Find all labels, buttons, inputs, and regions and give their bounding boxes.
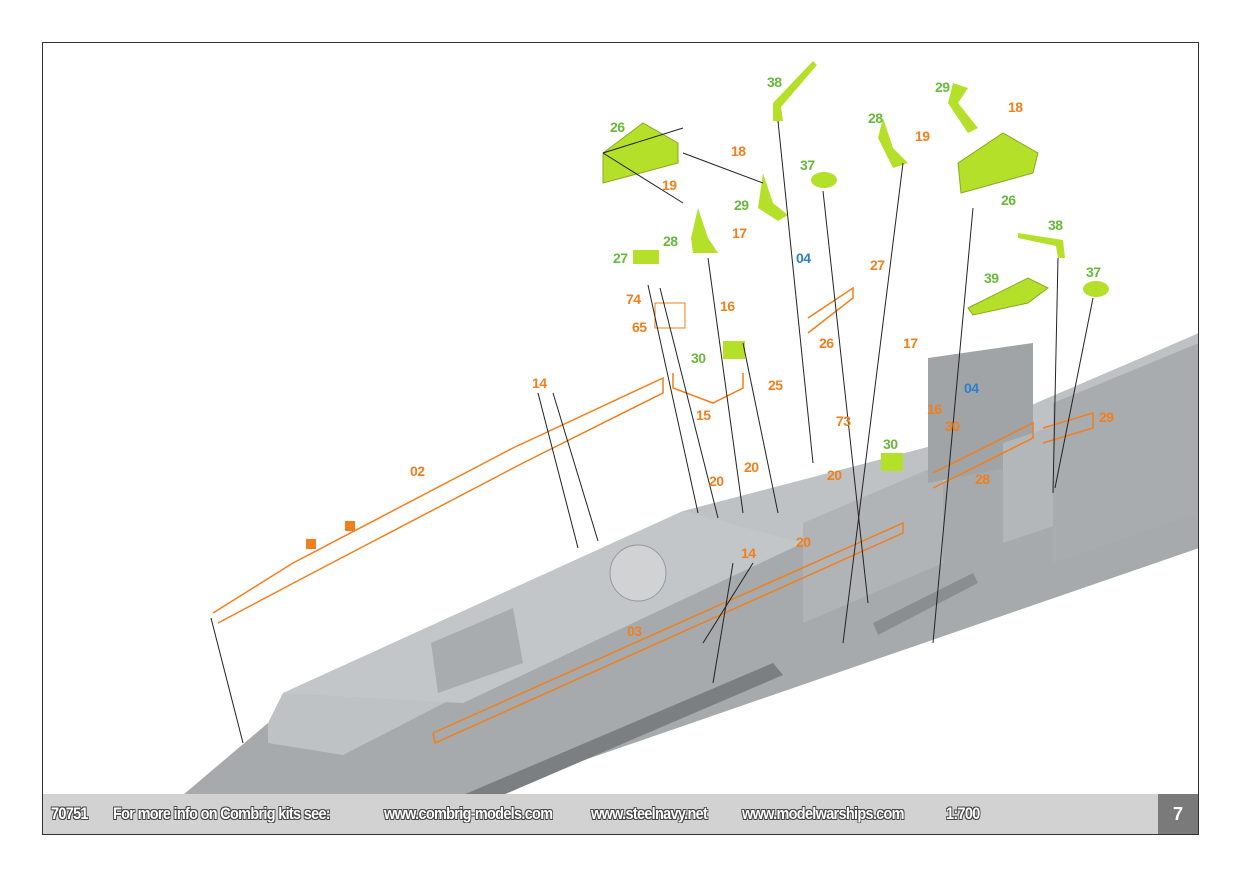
railing-03 bbox=[432, 521, 904, 745]
label-part-29: 29 bbox=[935, 79, 950, 95]
label-part-20: 20 bbox=[827, 467, 842, 483]
label-part-17: 17 bbox=[903, 335, 918, 351]
label-part-14: 14 bbox=[532, 375, 547, 391]
assembly-arrows bbox=[210, 120, 1094, 744]
part-39-boat bbox=[967, 277, 1049, 316]
bow-gun-housing bbox=[431, 608, 523, 693]
label-part-28: 28 bbox=[975, 471, 990, 487]
label-part-27: 27 bbox=[613, 250, 628, 266]
forecastle-deck bbox=[283, 511, 803, 703]
label-part-73: 73 bbox=[836, 413, 851, 429]
hull-recess-aft bbox=[873, 573, 978, 635]
footer-info: For more info on Combrig kits see: bbox=[113, 804, 331, 823]
part-65 bbox=[654, 302, 686, 329]
label-part-17: 17 bbox=[732, 225, 747, 241]
label-part-30: 30 bbox=[945, 418, 960, 434]
label-part-30: 30 bbox=[883, 436, 898, 452]
label-part-16: 16 bbox=[927, 401, 942, 417]
part-37-raft bbox=[1083, 281, 1109, 297]
part-30 bbox=[881, 453, 903, 471]
railing-02-plate bbox=[345, 521, 355, 531]
railing-02 bbox=[212, 376, 664, 624]
label-part-18: 18 bbox=[1008, 99, 1023, 115]
railing-26 bbox=[807, 286, 854, 334]
part-27 bbox=[633, 250, 659, 264]
label-part-28: 28 bbox=[868, 110, 883, 126]
part-30 bbox=[723, 341, 745, 359]
part-38-davit bbox=[773, 61, 817, 121]
label-part-19: 19 bbox=[915, 128, 930, 144]
label-part-14: 14 bbox=[741, 545, 756, 561]
part-26-boat bbox=[957, 132, 1039, 194]
page-number: 7 bbox=[1158, 794, 1198, 834]
railing-02-plate bbox=[306, 539, 316, 549]
link-combrig[interactable]: www.combrig-models.com bbox=[384, 804, 553, 823]
footer-bar: 70751 For more info on Combrig kits see:… bbox=[43, 794, 1198, 834]
label-part-04: 04 bbox=[796, 250, 811, 266]
label-part-16: 16 bbox=[720, 298, 735, 314]
label-part-20: 20 bbox=[744, 459, 759, 475]
label-part-74: 74 bbox=[626, 291, 641, 307]
label-part-26: 26 bbox=[610, 119, 625, 135]
gun-mount bbox=[609, 544, 667, 602]
label-part-26: 26 bbox=[1001, 192, 1016, 208]
label-part-38: 38 bbox=[767, 74, 782, 90]
part-38-davit bbox=[1018, 233, 1065, 258]
hull-recess bbox=[463, 663, 783, 795]
part-26-boat bbox=[602, 122, 679, 184]
railing-28 bbox=[932, 421, 1034, 489]
label-part-25: 25 bbox=[768, 377, 783, 393]
ship-assembly-diagram bbox=[183, 61, 1198, 795]
label-part-02: 02 bbox=[410, 463, 425, 479]
label-part-04: 04 bbox=[964, 380, 979, 396]
aft-deckhouse bbox=[1053, 343, 1198, 563]
label-part-65: 65 bbox=[632, 319, 647, 335]
label-part-19: 19 bbox=[662, 177, 677, 193]
label-part-29: 29 bbox=[1099, 409, 1114, 425]
label-part-27: 27 bbox=[870, 257, 885, 273]
label-part-26: 26 bbox=[819, 335, 834, 351]
superstructure bbox=[803, 463, 943, 623]
label-part-03: 03 bbox=[627, 623, 642, 639]
label-part-30: 30 bbox=[691, 350, 706, 366]
part-37-raft bbox=[811, 172, 837, 188]
instruction-page: 02 03 14 14 15 16 16 17 17 18 18 19 19 2… bbox=[42, 42, 1199, 835]
link-modelwarships[interactable]: www.modelwarships.com bbox=[742, 804, 905, 823]
label-part-29: 29 bbox=[734, 197, 749, 213]
link-steelnavy[interactable]: www.steelnavy.net bbox=[591, 804, 708, 823]
label-part-20: 20 bbox=[709, 473, 724, 489]
part-28-davit bbox=[878, 118, 908, 168]
label-part-38: 38 bbox=[1048, 217, 1063, 233]
label-part-28: 28 bbox=[663, 233, 678, 249]
label-part-20: 20 bbox=[796, 534, 811, 550]
label-part-39: 39 bbox=[984, 270, 999, 286]
scale: 1:700 bbox=[946, 804, 980, 823]
part-29-davit bbox=[758, 173, 788, 221]
label-part-15: 15 bbox=[696, 407, 711, 423]
railing-15 bbox=[672, 373, 744, 404]
label-part-37: 37 bbox=[800, 157, 815, 173]
label-part-37: 37 bbox=[1086, 264, 1101, 280]
part-29-davit bbox=[948, 83, 978, 133]
kit-code: 70751 bbox=[51, 804, 88, 823]
label-part-18: 18 bbox=[731, 143, 746, 159]
part-28-davit bbox=[691, 208, 718, 253]
